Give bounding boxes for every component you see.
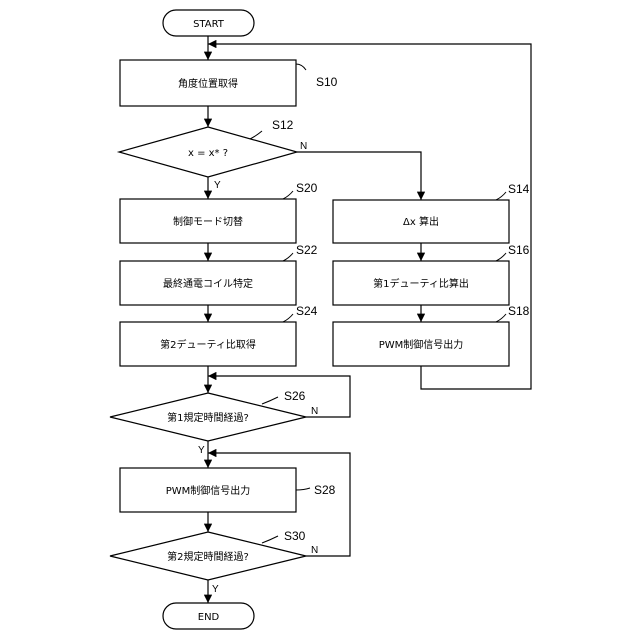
leader-s24 xyxy=(283,314,293,322)
process-text-s20: 制御モード切替 xyxy=(173,215,243,228)
step-label-s26: S26 xyxy=(284,389,306,403)
branch-label-s30-yes: Y xyxy=(212,584,219,595)
process-text-s22: 最終通電コイル特定 xyxy=(163,277,253,290)
branch-label-s30-no: N xyxy=(311,545,318,556)
decision-text-s26: 第1規定時間経過? xyxy=(167,411,249,424)
process-text-s28: PWM制御信号出力 xyxy=(166,484,251,497)
branch-label-s26-no: N xyxy=(311,406,318,417)
start-label: START xyxy=(193,19,225,30)
branch-label-s12-yes: Y xyxy=(214,180,221,191)
leader-s30 xyxy=(262,536,278,543)
step-label-s10: S10 xyxy=(316,75,338,89)
step-label-s16: S16 xyxy=(508,243,530,257)
decision-text-s12: x = x* ? xyxy=(188,148,228,159)
process-text-s18: PWM制御信号出力 xyxy=(379,338,464,351)
step-label-s22: S22 xyxy=(296,243,318,257)
leader-s22 xyxy=(283,253,293,261)
step-label-s30: S30 xyxy=(284,529,306,543)
leader-s20 xyxy=(283,191,293,199)
leader-s28 xyxy=(296,488,310,490)
step-label-s12: S12 xyxy=(272,118,294,132)
step-label-s18: S18 xyxy=(508,304,530,318)
leader-s18 xyxy=(496,314,506,322)
step-label-s20: S20 xyxy=(296,181,318,195)
process-text-s10: 角度位置取得 xyxy=(178,77,238,90)
step-label-s24: S24 xyxy=(296,304,318,318)
leader-s14 xyxy=(496,192,506,200)
end-label: END xyxy=(198,612,220,623)
decision-text-s30: 第2規定時間経過? xyxy=(167,550,249,563)
leader-s16 xyxy=(496,253,506,261)
leader-s26 xyxy=(262,397,278,404)
step-label-s14: S14 xyxy=(508,182,530,196)
leader-s10 xyxy=(296,64,306,70)
process-text-s16: 第1デューティ比算出 xyxy=(373,277,469,290)
branch-label-s26-yes: Y xyxy=(198,445,205,456)
process-text-s14: Δx 算出 xyxy=(403,215,439,228)
process-text-s24: 第2デューティ比取得 xyxy=(160,338,256,351)
leader-s12 xyxy=(250,131,262,139)
branch-label-s12-no: N xyxy=(300,141,307,152)
step-label-s28: S28 xyxy=(314,483,336,497)
